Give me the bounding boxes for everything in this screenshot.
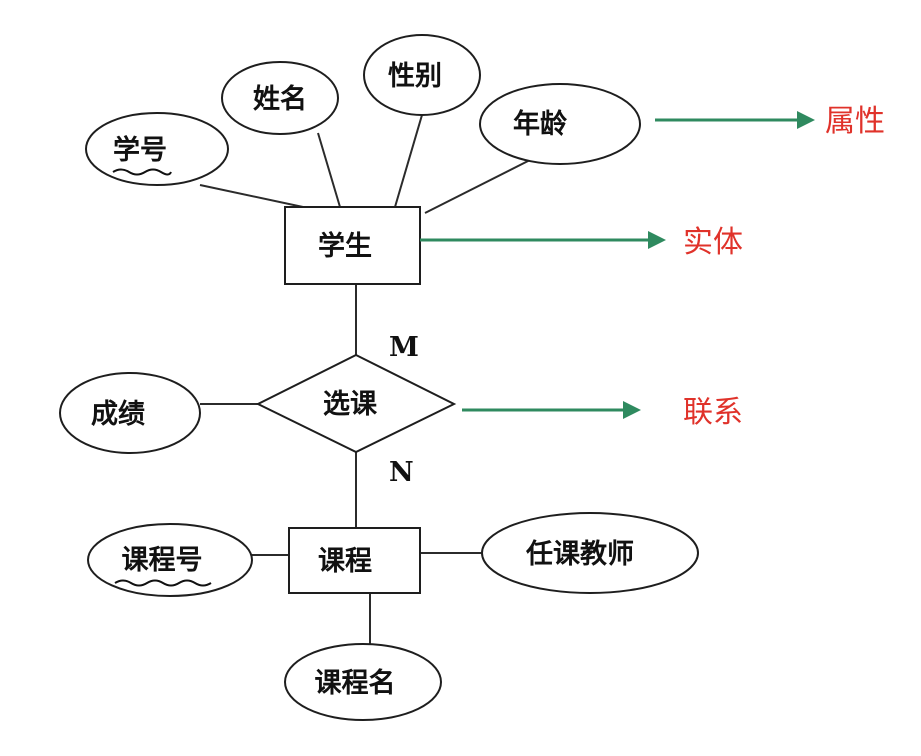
attribute-label: 课程号 xyxy=(122,545,203,576)
attribute-label: 课程名 xyxy=(315,667,396,699)
attribute-student-id: 学号 xyxy=(85,112,229,186)
primary-key-underline xyxy=(114,579,212,587)
line-gender-student xyxy=(394,114,423,208)
primary-key-underline xyxy=(112,168,172,176)
attribute-ellipse xyxy=(221,61,339,135)
legend-label-entity: 实体 xyxy=(683,225,743,260)
attribute-ellipse xyxy=(284,643,442,721)
attribute-ellipse xyxy=(481,512,699,594)
attribute-ellipse xyxy=(363,34,481,116)
attribute-ellipse xyxy=(59,372,201,454)
attribute-label: 年龄 xyxy=(513,108,568,140)
attribute-ellipse xyxy=(479,83,641,165)
relationship-course-selection: 选课 xyxy=(255,353,457,454)
arrowhead-icon xyxy=(797,111,815,129)
attribute-label: 学号 xyxy=(113,134,167,166)
attribute-course-teacher: 任课教师 xyxy=(481,512,699,594)
entity-label: 课程 xyxy=(318,546,372,577)
legend-label-attribute: 属性 xyxy=(825,104,885,139)
relationship-label: 选课 xyxy=(323,389,378,420)
attribute-ellipse xyxy=(87,523,253,597)
entity-label: 学生 xyxy=(318,230,372,262)
connector-lines xyxy=(199,114,531,644)
attribute-label: 成绩 xyxy=(91,399,145,430)
attribute-student-gender: 性别 xyxy=(363,34,481,116)
attribute-course-name: 课程名 xyxy=(284,643,442,721)
entity-box xyxy=(284,206,421,285)
cardinality-n: N xyxy=(389,457,414,488)
attribute-label: 姓名 xyxy=(253,83,307,115)
arrowhead-icon xyxy=(623,401,641,419)
line-age-student xyxy=(424,159,531,214)
legend-attribute: 属性 xyxy=(655,104,885,139)
legend-label-relationship: 联系 xyxy=(683,395,743,430)
line-name-student xyxy=(317,132,341,208)
cardinality-m: M xyxy=(389,332,419,363)
entity-student: 学生 xyxy=(284,206,421,285)
arrowhead-icon xyxy=(648,231,666,249)
entity-box xyxy=(288,527,421,594)
legend-relationship: 联系 xyxy=(462,395,743,430)
entity-course: 课程 xyxy=(288,527,421,594)
line-studentid-student xyxy=(199,184,304,208)
attribute-course-id: 课程号 xyxy=(87,523,253,597)
attribute-label: 性别 xyxy=(388,61,442,92)
legend-entity: 实体 xyxy=(420,225,743,260)
attribute-label: 任课教师 xyxy=(525,539,634,570)
attribute-student-age: 年龄 xyxy=(479,83,641,165)
attribute-student-name: 姓名 xyxy=(221,61,339,135)
attribute-ellipse xyxy=(85,112,229,186)
attribute-grade: 成绩 xyxy=(59,372,201,454)
relationship-diamond xyxy=(255,353,457,454)
